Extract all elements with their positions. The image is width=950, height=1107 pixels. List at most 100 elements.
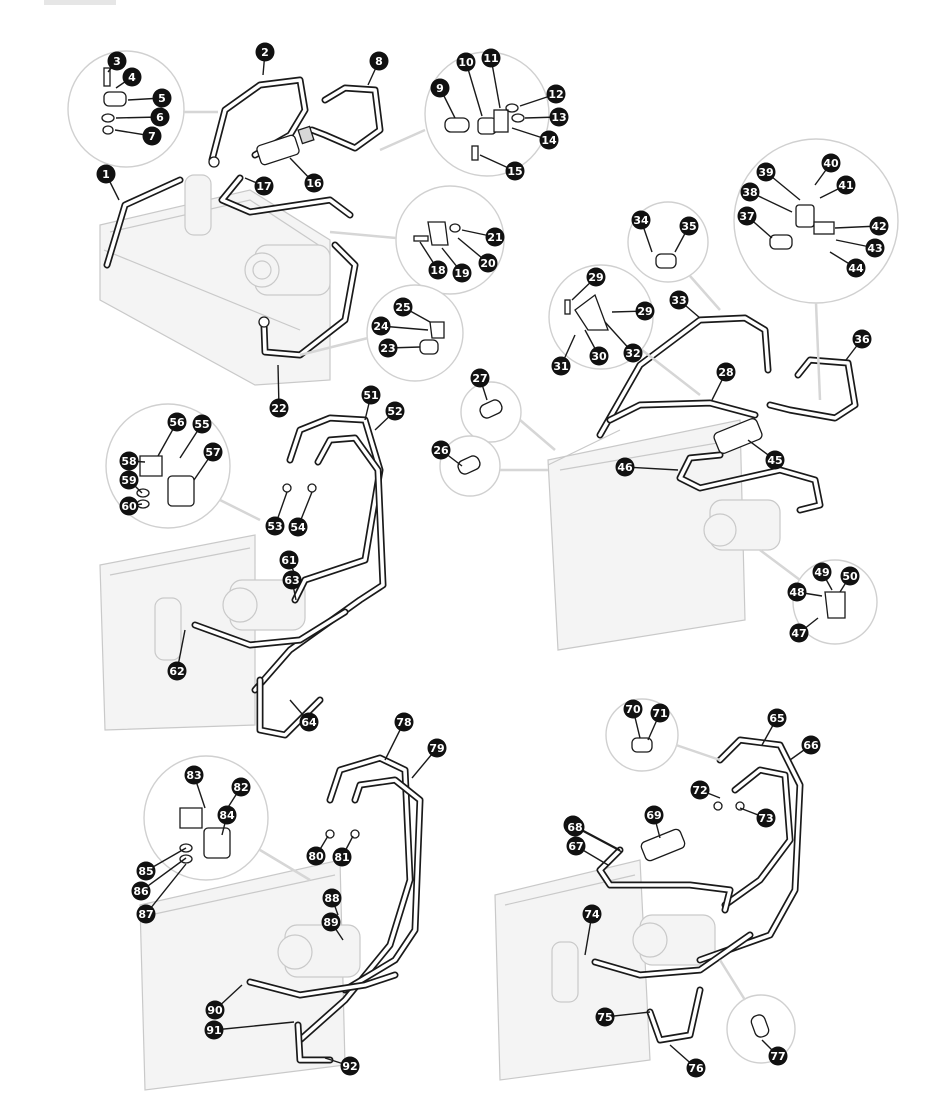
callout-disc bbox=[623, 343, 643, 363]
callout-number: 50 bbox=[842, 570, 858, 583]
callout-number: 62 bbox=[169, 665, 184, 678]
callout-number: 63 bbox=[284, 574, 299, 587]
callout-number: 48 bbox=[789, 586, 804, 599]
callout-disc bbox=[361, 385, 381, 405]
callout-number: 56 bbox=[169, 416, 185, 429]
callout-88: 88 bbox=[322, 888, 342, 916]
callout-11: 11 bbox=[481, 48, 501, 109]
callout-number: 17 bbox=[256, 180, 271, 193]
callout-number: 21 bbox=[487, 231, 502, 244]
assembly-bottom-left bbox=[139, 754, 424, 1091]
callout-disc bbox=[565, 817, 585, 837]
callout-number: 43 bbox=[867, 242, 882, 255]
callout-number: 71 bbox=[652, 707, 667, 720]
callout-disc bbox=[852, 329, 872, 349]
callout-91: 91 bbox=[204, 1020, 295, 1040]
callout-disc bbox=[203, 442, 223, 462]
callout-number: 34 bbox=[633, 214, 649, 227]
callout-2: 2 bbox=[255, 42, 275, 76]
callout-number: 9 bbox=[436, 82, 444, 95]
callout-19: 19 bbox=[441, 247, 472, 283]
callout-57: 57 bbox=[193, 442, 223, 481]
callout-6: 6 bbox=[115, 107, 170, 127]
callout-number: 52 bbox=[387, 405, 402, 418]
callout-number: 14 bbox=[541, 134, 557, 147]
callout-40: 40 bbox=[814, 153, 841, 186]
callout-92: 92 bbox=[324, 1056, 360, 1076]
leader-line bbox=[213, 1021, 295, 1031]
callout-disc bbox=[136, 861, 156, 881]
callout-number: 75 bbox=[597, 1011, 612, 1024]
callout-39: 39 bbox=[756, 162, 801, 201]
callout-number: 15 bbox=[507, 165, 522, 178]
callout-number: 31 bbox=[553, 360, 568, 373]
callout-disc bbox=[478, 253, 498, 273]
callout-35: 35 bbox=[674, 216, 699, 253]
callout-disc bbox=[184, 765, 204, 785]
callout-41: 41 bbox=[819, 175, 856, 199]
callout-number: 82 bbox=[233, 781, 248, 794]
callout-number: 74 bbox=[584, 908, 600, 921]
callout-77: 77 bbox=[761, 1039, 788, 1066]
callout-disc bbox=[96, 164, 116, 184]
callout-15: 15 bbox=[479, 154, 525, 181]
callout-61: 61 bbox=[279, 550, 299, 583]
callout-number: 8 bbox=[375, 55, 383, 68]
callout-disc bbox=[288, 517, 308, 537]
callout-number: 64 bbox=[301, 716, 317, 729]
callout-disc bbox=[136, 904, 156, 924]
callout-number: 36 bbox=[854, 333, 870, 346]
callout-number: 29 bbox=[588, 271, 603, 284]
callout-disc bbox=[150, 107, 170, 127]
callout-55: 55 bbox=[179, 414, 212, 459]
callout-58: 58 bbox=[119, 451, 146, 471]
callout-25: 25 bbox=[393, 297, 431, 323]
callout-number: 3 bbox=[113, 55, 121, 68]
callout-disc bbox=[456, 52, 476, 72]
callout-number: 32 bbox=[625, 347, 640, 360]
callout-number: 70 bbox=[625, 703, 641, 716]
callout-46: 46 bbox=[615, 457, 679, 477]
callout-number: 85 bbox=[138, 865, 153, 878]
callout-42: 42 bbox=[834, 216, 889, 236]
callout-disc bbox=[582, 904, 602, 924]
callout-12: 12 bbox=[519, 84, 566, 107]
callout-number: 55 bbox=[194, 418, 209, 431]
callout-disc bbox=[546, 84, 566, 104]
callout-disc bbox=[737, 206, 757, 226]
callout-disc bbox=[765, 450, 785, 470]
callout-49: 49 bbox=[812, 562, 833, 591]
callout-disc bbox=[332, 847, 352, 867]
callout-44: 44 bbox=[829, 251, 866, 278]
callout-disc bbox=[846, 258, 866, 278]
callout-number: 49 bbox=[814, 566, 829, 579]
callout-disc bbox=[299, 712, 319, 732]
callout-number: 16 bbox=[306, 177, 322, 190]
callout-17: 17 bbox=[244, 176, 274, 196]
callout-number: 40 bbox=[823, 157, 839, 170]
callout-45: 45 bbox=[747, 439, 785, 470]
callout-disc bbox=[269, 398, 289, 418]
callout-number: 61 bbox=[281, 554, 296, 567]
callout-23: 23 bbox=[378, 338, 421, 358]
callout-disc bbox=[430, 78, 450, 98]
callout-number: 72 bbox=[692, 784, 707, 797]
callout-disc bbox=[690, 780, 710, 800]
callout-number: 11 bbox=[483, 52, 498, 65]
callout-disc bbox=[304, 173, 324, 193]
callout-74: 74 bbox=[582, 904, 602, 956]
callout-68: 68 bbox=[565, 817, 623, 853]
callout-number: 66 bbox=[803, 739, 819, 752]
callout-number: 67 bbox=[568, 840, 583, 853]
callout-number: 90 bbox=[207, 1004, 223, 1017]
callout-number: 91 bbox=[206, 1024, 221, 1037]
callout-disc bbox=[679, 216, 699, 236]
callout-number: 46 bbox=[617, 461, 633, 474]
callout-30: 30 bbox=[584, 329, 609, 366]
callout-number: 68 bbox=[567, 821, 582, 834]
callout-13: 13 bbox=[524, 107, 569, 127]
callout-disc bbox=[142, 126, 162, 146]
callout-53: 53 bbox=[265, 491, 288, 536]
callout-52: 52 bbox=[374, 401, 405, 431]
callout-disc bbox=[394, 712, 414, 732]
